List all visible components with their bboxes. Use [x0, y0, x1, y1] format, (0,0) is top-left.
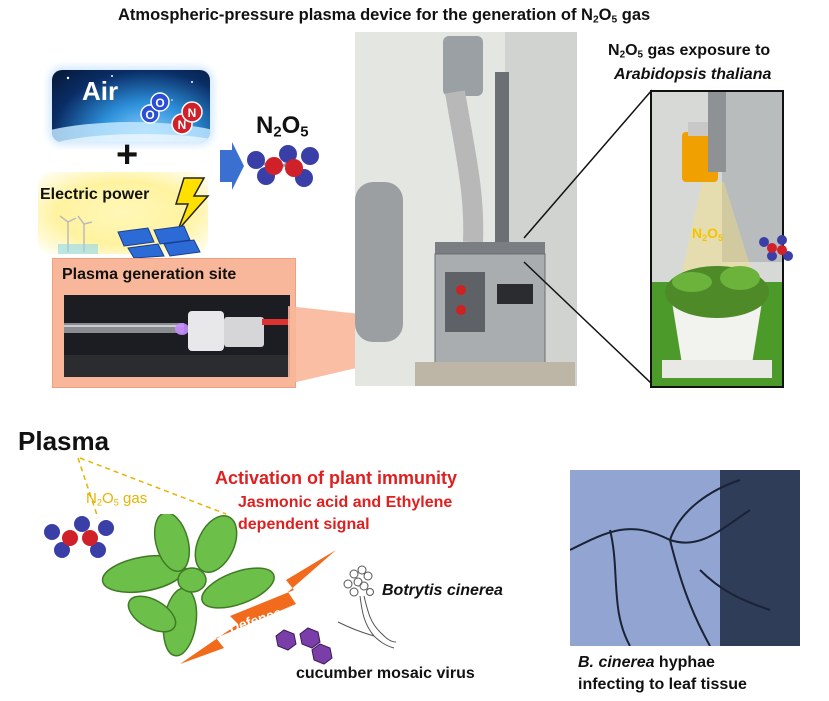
zoom-lines [523, 89, 653, 385]
lightning-bolt-icon [174, 177, 210, 231]
arabidopsis-plant-illustration [101, 514, 275, 657]
renewable-energy-icon [58, 215, 201, 258]
plasma-site-label: Plasma generation site [62, 266, 237, 283]
activation-heading: Activation of plant immunity [215, 468, 458, 488]
botrytis-label: Botrytis cinerea [382, 582, 503, 599]
atom-o1: O [145, 108, 154, 122]
gas-dashed-lines [77, 457, 227, 519]
n2o5-product-label: N2O5 [256, 112, 309, 141]
inset-n2o5-label: N2O5 [692, 225, 723, 243]
atom-n1: N [178, 118, 187, 132]
virus-icon [275, 627, 333, 665]
air-molecules-icon: O O N N [140, 92, 203, 135]
solar-panel-icon [117, 225, 201, 258]
earth-atmosphere-illustration [52, 75, 210, 142]
page-title: Atmospheric-pressure plasma device for t… [118, 6, 651, 26]
species-label: Arabidopsis thaliana [614, 66, 772, 83]
n2o5-gas-molecule-icon [44, 516, 114, 558]
botrytis-fungus-icon [337, 565, 397, 649]
right-arrow-icon [220, 142, 244, 190]
virus-label: cucumber mosaic virus [296, 665, 475, 682]
electric-power-label: Electric power [40, 186, 150, 203]
air-label: Air [82, 76, 119, 106]
n2o5-gas-label: N2O5 gas [86, 490, 148, 508]
small-molecule-icon [759, 235, 793, 261]
plus-sign: + [116, 134, 139, 176]
hyphae-caption-line1: B. cinerea hyphae [578, 654, 715, 671]
plasma-torch-photo [64, 295, 290, 377]
n2o5-molecule-icon [247, 145, 319, 187]
hyphae-caption-line2: infecting to leaf tissue [578, 676, 747, 693]
atom-o2: O [155, 96, 164, 110]
plasma-heading: Plasma [18, 426, 110, 456]
defense-bolt-icon [180, 550, 336, 664]
plasma-device-photo [355, 32, 577, 386]
activation-signal-line1: Jasmonic acid and Ethylene [238, 494, 453, 511]
activation-signal-line2: dependent signal [238, 516, 370, 533]
atom-n2: N [188, 106, 197, 120]
hyphae-micrograph [570, 470, 800, 646]
exposure-label: N2O5 gas exposure to [608, 42, 771, 61]
